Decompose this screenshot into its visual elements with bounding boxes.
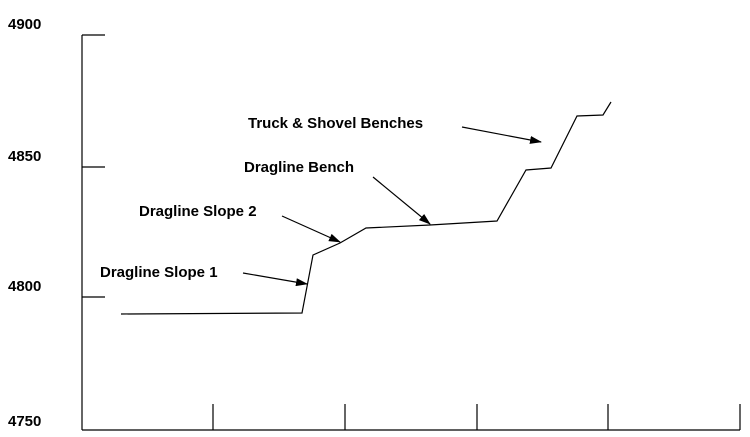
arrow-dragline-bench (372, 176, 431, 225)
y-tick-label-4850: 4850 (8, 148, 41, 165)
y-tick-label-4750: 4750 (8, 413, 41, 430)
arrow-truck-shovel (461, 126, 542, 144)
y-tick-label-4900: 4900 (8, 16, 41, 33)
pit-profile-line (120, 101, 612, 315)
label-dragline-slope-1: Dragline Slope 1 (100, 264, 218, 281)
label-dragline-slope-2: Dragline Slope 2 (139, 203, 257, 220)
arrow-dragline-slope-1 (242, 272, 308, 287)
y-tick-label-4800: 4800 (8, 278, 41, 295)
label-dragline-bench: Dragline Bench (244, 159, 354, 176)
label-truck-shovel-benches: Truck & Shovel Benches (248, 115, 423, 132)
arrow-dragline-slope-2 (281, 215, 341, 243)
